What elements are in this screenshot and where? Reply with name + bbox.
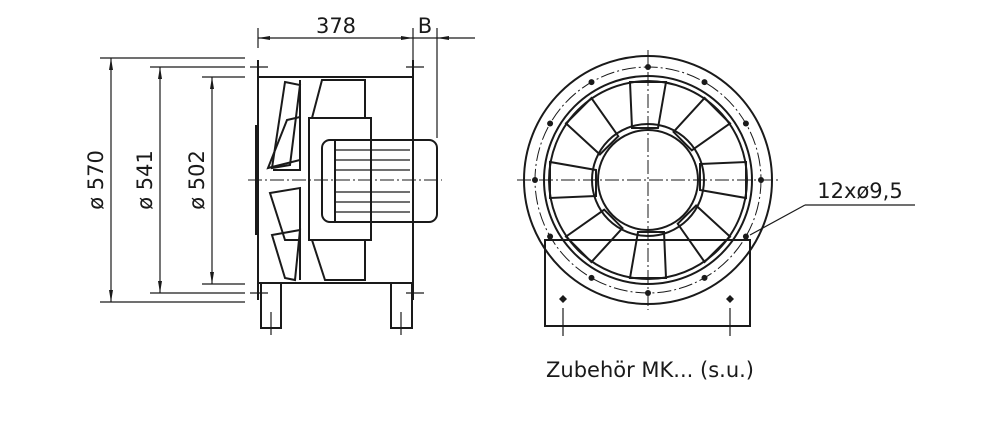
blade [672, 96, 732, 152]
bolt-hole [547, 120, 554, 127]
blade [549, 160, 597, 200]
bolt-holes [532, 64, 764, 296]
bolt-hole [742, 120, 749, 127]
hole-callout: 12xø9,5 [817, 179, 902, 203]
blade [564, 96, 620, 156]
dim-d541-label: ø 541 [133, 150, 157, 210]
front-view: 12xø9,5 Zubehör MK... (s.u.) [517, 50, 915, 382]
blade [628, 81, 668, 129]
dim-d570-label: ø 570 [84, 150, 108, 210]
bolt-hole [588, 79, 595, 86]
side-view: 378 B ø 570 ø 541 ø 502 [84, 14, 475, 335]
bolt-hole [547, 233, 554, 240]
bolt-hole [588, 274, 595, 281]
accessory-note: Zubehör MK... (s.u.) [546, 358, 754, 382]
dim-b-label: B [418, 14, 432, 38]
blade [564, 208, 624, 264]
bolt-hole [701, 79, 708, 86]
blade [676, 204, 732, 264]
blade [699, 160, 747, 200]
motor [321, 139, 438, 223]
dim-length-label: 378 [316, 14, 356, 38]
blade [628, 231, 668, 279]
length-dimension: 378 B [257, 14, 475, 138]
bolt-hole [742, 233, 749, 240]
impeller-blades [549, 81, 747, 279]
bolt-hole [701, 274, 708, 281]
fan-housing-side [248, 60, 442, 335]
dim-d502-label: ø 502 [185, 150, 209, 210]
diameter-dimensions: ø 570 ø 541 ø 502 [84, 57, 245, 303]
